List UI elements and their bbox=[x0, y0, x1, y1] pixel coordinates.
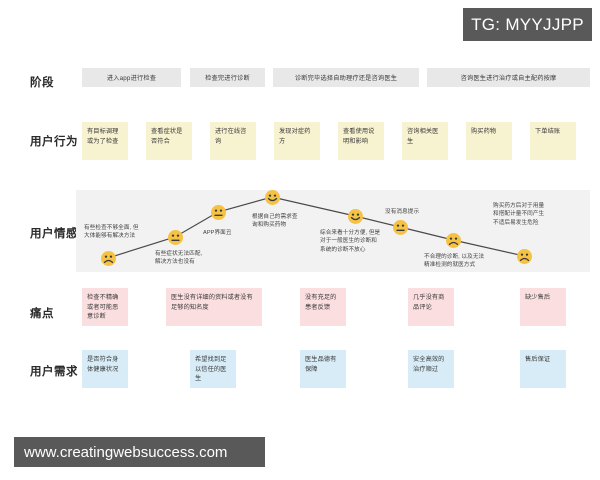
pain-note: 没有充足的患者反馈 bbox=[300, 288, 346, 326]
pain-note: 缺少售后 bbox=[520, 288, 566, 326]
need-note: 希望找到足以信任的医生 bbox=[190, 350, 236, 388]
pain-note: 检查不精确或者可能恶意诊断 bbox=[82, 288, 128, 326]
row-label-pain: 痛点 bbox=[30, 308, 54, 320]
emotion-face-sad-icon bbox=[100, 250, 116, 266]
behavior-note: 购买药物 bbox=[466, 122, 512, 160]
emotion-curve-line bbox=[107, 196, 525, 259]
emotion-face-neutral-icon bbox=[210, 204, 226, 220]
emotion-face-sad-icon bbox=[445, 232, 461, 248]
stage-box: 诊断完毕选择自助理疗还是咨询医生 bbox=[273, 68, 419, 87]
emotion-annotation: 综合来看十分方便, 但是 对于一般医生的诊断和 系统的诊断不放心 bbox=[320, 230, 381, 253]
stage-box-label: 检查完进行诊断 bbox=[205, 75, 250, 82]
need-note: 安全高效的治疗顺过 bbox=[408, 350, 454, 388]
emotion-annotation: 购买药方后对于用量 和搭配计量不同产生 不适后易发生危险 bbox=[493, 203, 545, 226]
stage-box-label: 咨询医生进行治疗或自主配药按摩 bbox=[460, 75, 557, 82]
stage-box: 进入app进行检查 bbox=[82, 68, 181, 87]
behavior-note: 查看使用说明和影响 bbox=[338, 122, 384, 160]
row-label-emotion: 用户情感 bbox=[30, 228, 78, 240]
row-label-behavior: 用户行为 bbox=[30, 136, 78, 148]
behavior-note: 有目标调理或为了检查 bbox=[82, 122, 128, 160]
tg-watermark-badge: TG: MYYJJPP bbox=[463, 8, 592, 41]
emotion-face-happy-icon bbox=[347, 208, 363, 224]
behavior-note: 查看症状是否符合 bbox=[146, 122, 192, 160]
emotion-annotation: 有些症状无法匹配, 解决方法也没有 bbox=[155, 251, 203, 266]
row-label-stage: 阶段 bbox=[30, 77, 54, 89]
need-note: 售后保证 bbox=[520, 350, 566, 388]
emotion-band-background bbox=[76, 190, 590, 272]
emotion-annotation: APP界面丑 bbox=[203, 230, 232, 236]
pain-note: 几乎没有商品评论 bbox=[408, 288, 454, 326]
behavior-note: 咨询相关医生 bbox=[402, 122, 448, 160]
need-note: 是否符合身体健康状况 bbox=[82, 350, 128, 388]
site-watermark-text: www.creatingwebsuccess.com bbox=[24, 443, 228, 461]
behavior-note: 下单结账 bbox=[530, 122, 576, 160]
stage-box: 检查完进行诊断 bbox=[190, 68, 265, 87]
emotion-annotation: 没有消息提示 bbox=[385, 209, 420, 215]
row-label-need: 用户需求 bbox=[30, 366, 78, 378]
behavior-note: 进行在线咨询 bbox=[210, 122, 256, 160]
stage-box-label: 进入app进行检查 bbox=[106, 75, 157, 82]
emotion-annotation: 有些检查不够全面, 但 大体能够有解决方法 bbox=[84, 225, 139, 240]
emotion-annotation: 不合理的诊断, 以及无法 精准检测的就医方式 bbox=[424, 254, 485, 269]
emotion-face-neutral-icon bbox=[167, 229, 183, 245]
tg-watermark-text: TG: MYYJJPP bbox=[471, 14, 584, 34]
pain-note: 医生没有详细的资料或者没有足够的知名度 bbox=[166, 288, 262, 326]
stage-box-label: 诊断完毕选择自助理疗还是咨询医生 bbox=[294, 75, 398, 82]
behavior-note: 发现对症药方 bbox=[274, 122, 320, 160]
stage-box: 咨询医生进行治疗或自主配药按摩 bbox=[427, 68, 590, 87]
emotion-annotation: 根据自己的需求查 询和购买药物 bbox=[252, 214, 298, 229]
need-note: 医生品德有保障 bbox=[300, 350, 346, 388]
site-watermark-badge: www.creatingwebsuccess.com bbox=[14, 437, 265, 467]
emotion-face-sad-icon bbox=[516, 248, 532, 264]
emotion-curve-svg bbox=[107, 196, 525, 259]
emotion-face-happy-icon bbox=[264, 189, 280, 205]
emotion-face-neutral-icon bbox=[392, 219, 408, 235]
